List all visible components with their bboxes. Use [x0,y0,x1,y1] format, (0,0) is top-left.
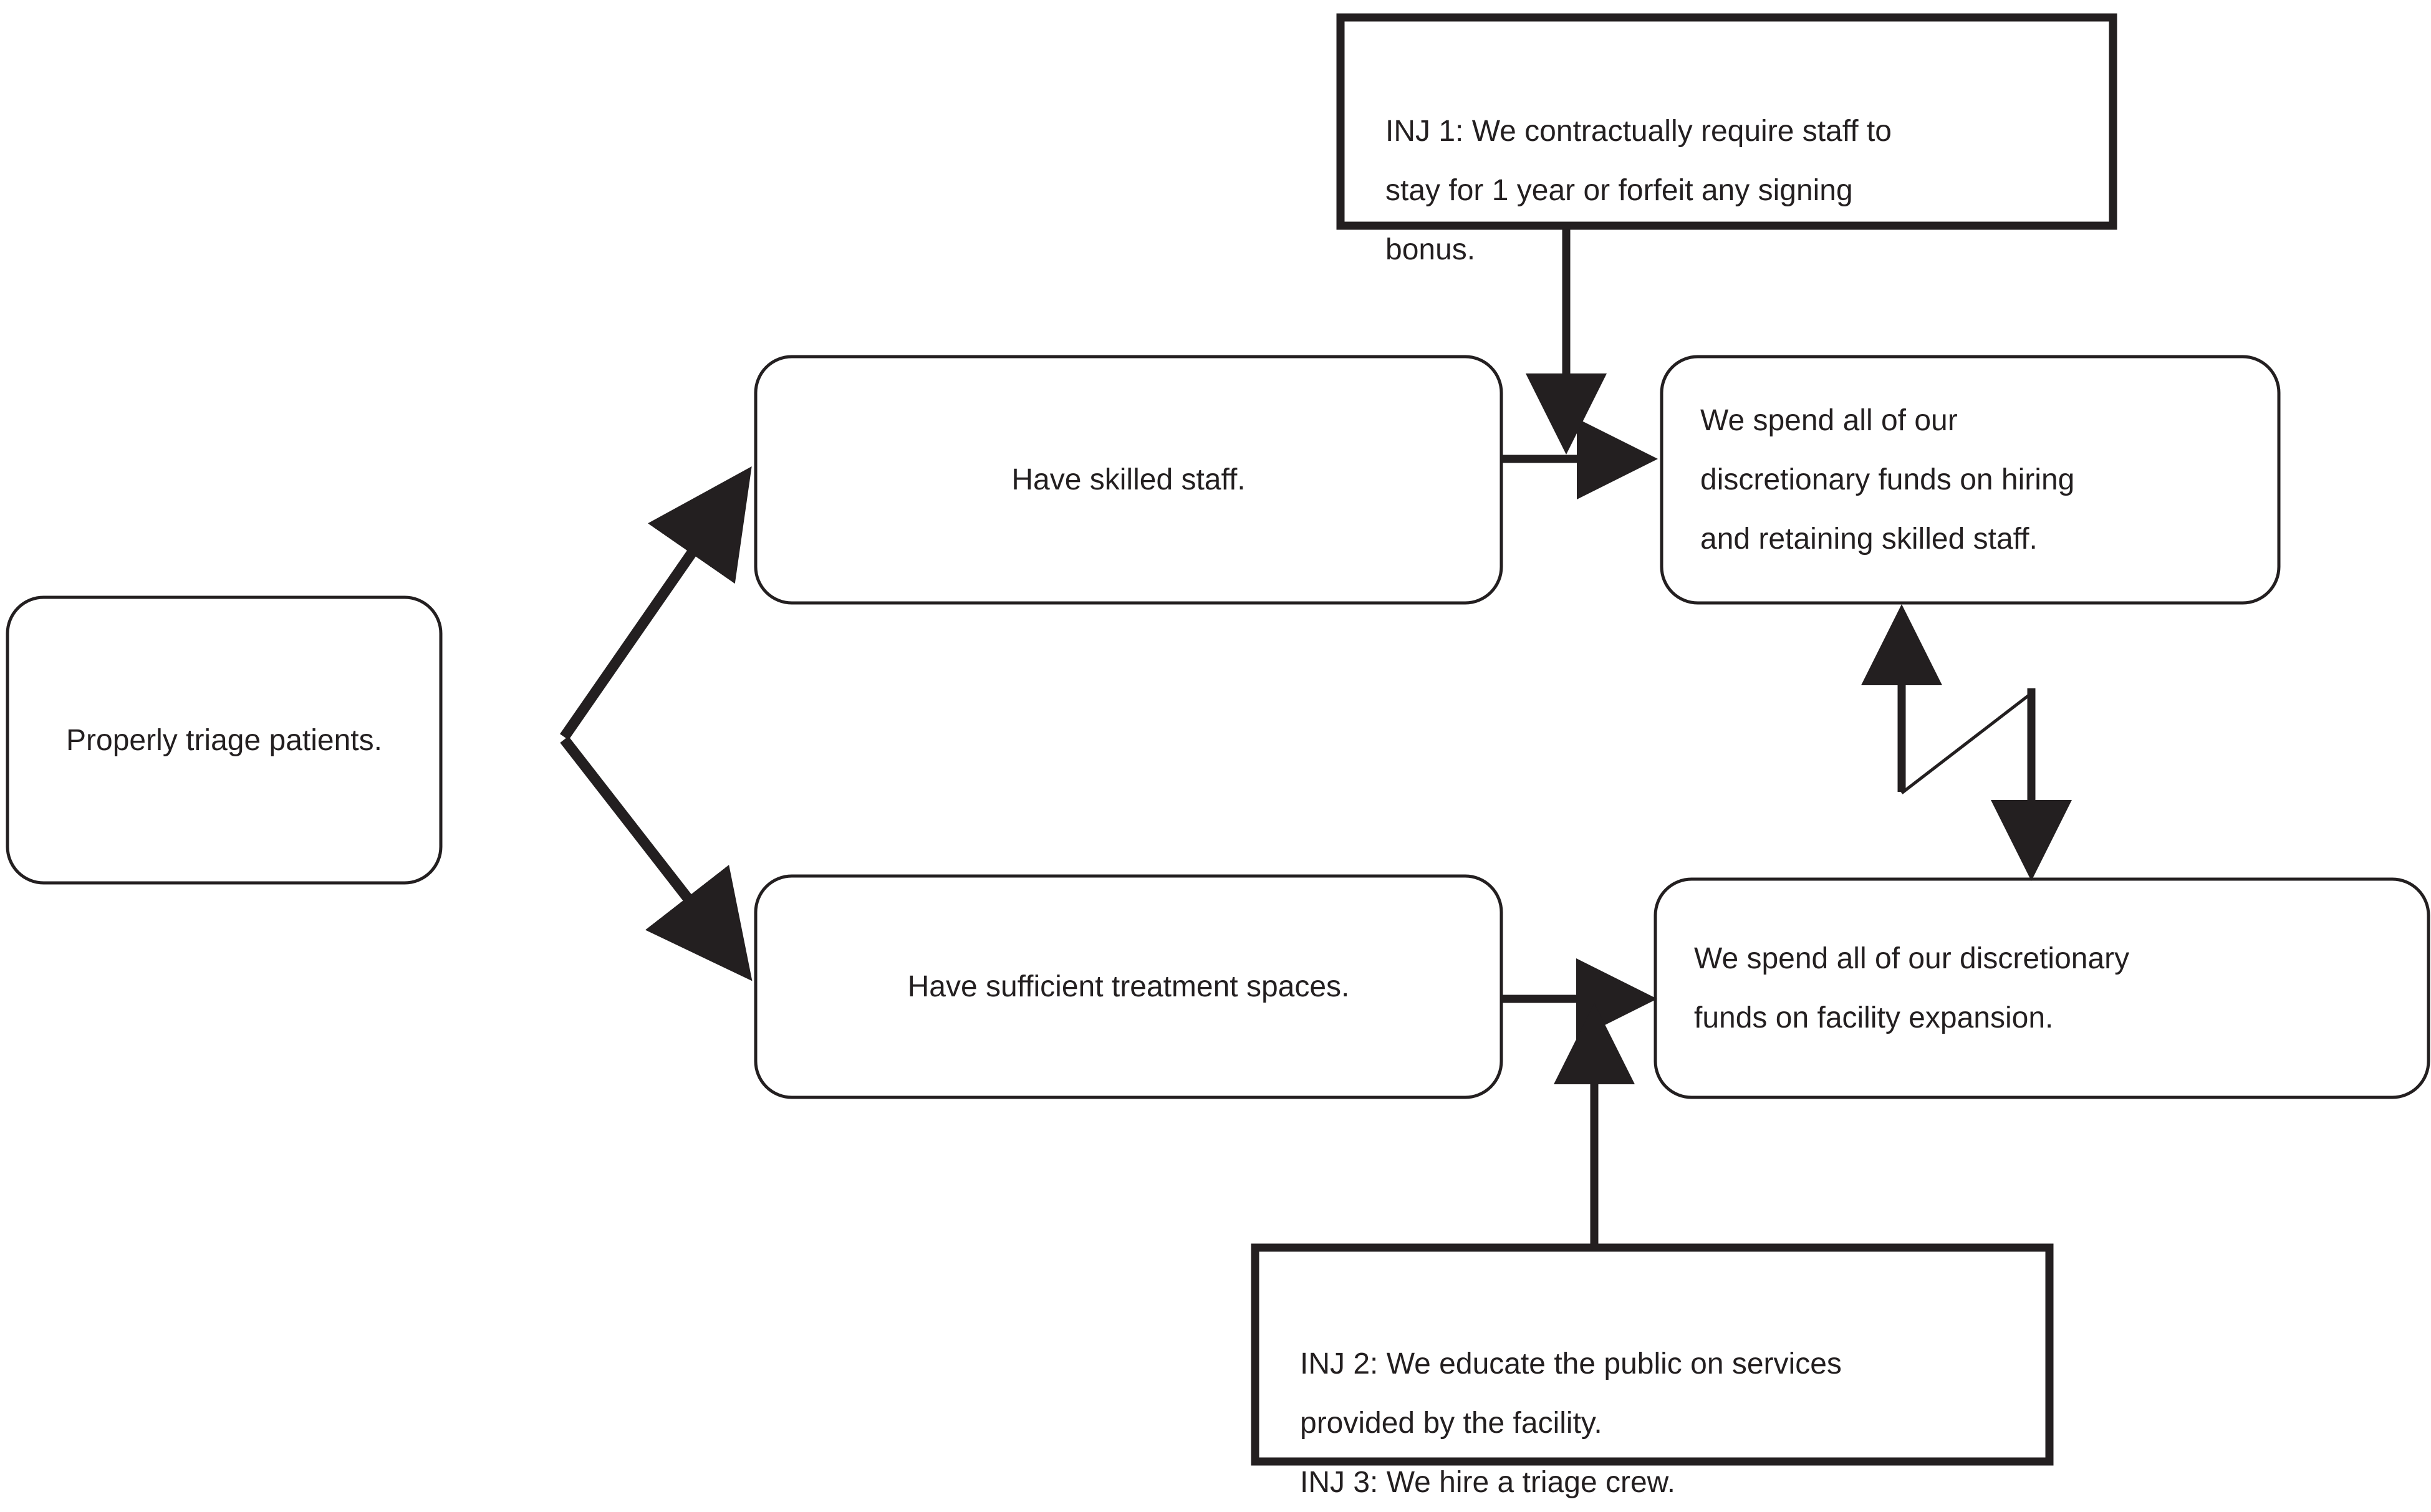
label-spend-funds-on-facility-expansion: We spend all of our discretionary funds … [1655,879,2429,1097]
label-have-sufficient-treatment-spaces: Have sufficient treatment spaces. [756,876,1501,1097]
node-injection-1[interactable] [1336,13,2117,230]
label-text: We spend all of our discretionary funds … [1694,942,2130,1034]
label-text: INJ 2: We educate the public on services… [1300,1347,1842,1499]
node-spend-funds-on-hiring-and-retaining[interactable] [1660,355,2281,605]
label-text: Have sufficient treatment spaces. [907,970,1350,1003]
connector-objective-to-treatment-spaces [560,736,753,981]
label-injection-2-and-3: INJ 2: We educate the public on services… [1300,1275,2048,1512]
node-properly-triage-patients[interactable] [6,595,443,885]
label-text: INJ 1: We contractually require staff to… [1385,115,1892,266]
label-text: Have skilled staff. [1011,463,1246,496]
label-properly-triage-patients: Properly triage patients. [7,597,441,883]
label-text: We spend all of our discretionary funds … [1700,404,2075,556]
connector-conflict-diagonal [1900,692,2033,794]
node-have-skilled-staff[interactable] [754,355,1503,605]
label-text: Properly triage patients. [66,723,382,757]
label-spend-funds-on-hiring-and-retaining: We spend all of our discretionary funds … [1662,357,2279,603]
connector-objective-to-skilled-staff [560,466,752,740]
label-have-skilled-staff: Have skilled staff. [756,357,1501,603]
node-have-sufficient-treatment-spaces[interactable] [754,874,1503,1099]
label-injection-1: INJ 1: We contractually require staff to… [1385,42,2121,279]
node-injection-2-and-3[interactable] [1251,1243,2054,1466]
